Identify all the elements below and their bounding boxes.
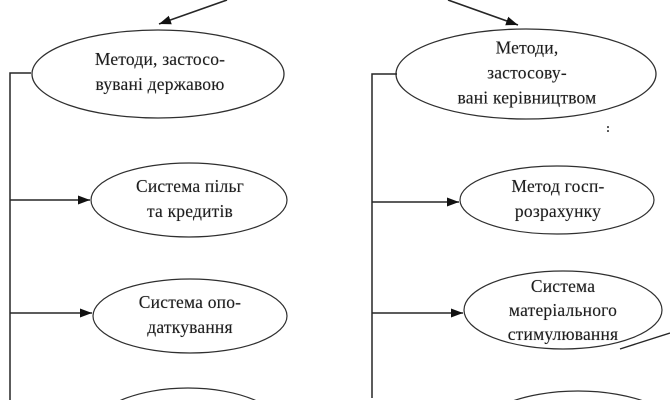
scan-artifact-colon: :: [605, 120, 611, 135]
ellipse-material-stimulation: [463, 270, 663, 350]
ellipse-taxation: [92, 278, 288, 354]
connector-left-bracket: [9, 72, 31, 400]
connector-right-bracket: [371, 73, 397, 398]
ellipse-partial-left: [119, 387, 257, 400]
ellipse-benefits-credits: [90, 162, 288, 238]
label-material-stimulation: Система матеріального стимулювання: [507, 276, 619, 344]
line-offscreen-right: [619, 332, 670, 350]
label-self-financing: Метод госп- розрахунку: [511, 176, 605, 221]
label-management-methods: Методи, застосову- вані керівництвом: [457, 37, 597, 108]
arrow-to-management-methods: [447, 0, 519, 26]
arrow-to-state-methods: [158, 0, 228, 25]
label-state-methods: Методи, застосо- вувані державою: [94, 49, 226, 94]
label-benefits-credits: Система пільг та кредитів: [135, 176, 245, 221]
ellipse-self-financing: [459, 165, 655, 235]
ellipse-state-methods: [31, 29, 285, 119]
label-taxation: Система опо- даткування: [138, 292, 242, 337]
ellipse-partial-right: [513, 390, 643, 400]
